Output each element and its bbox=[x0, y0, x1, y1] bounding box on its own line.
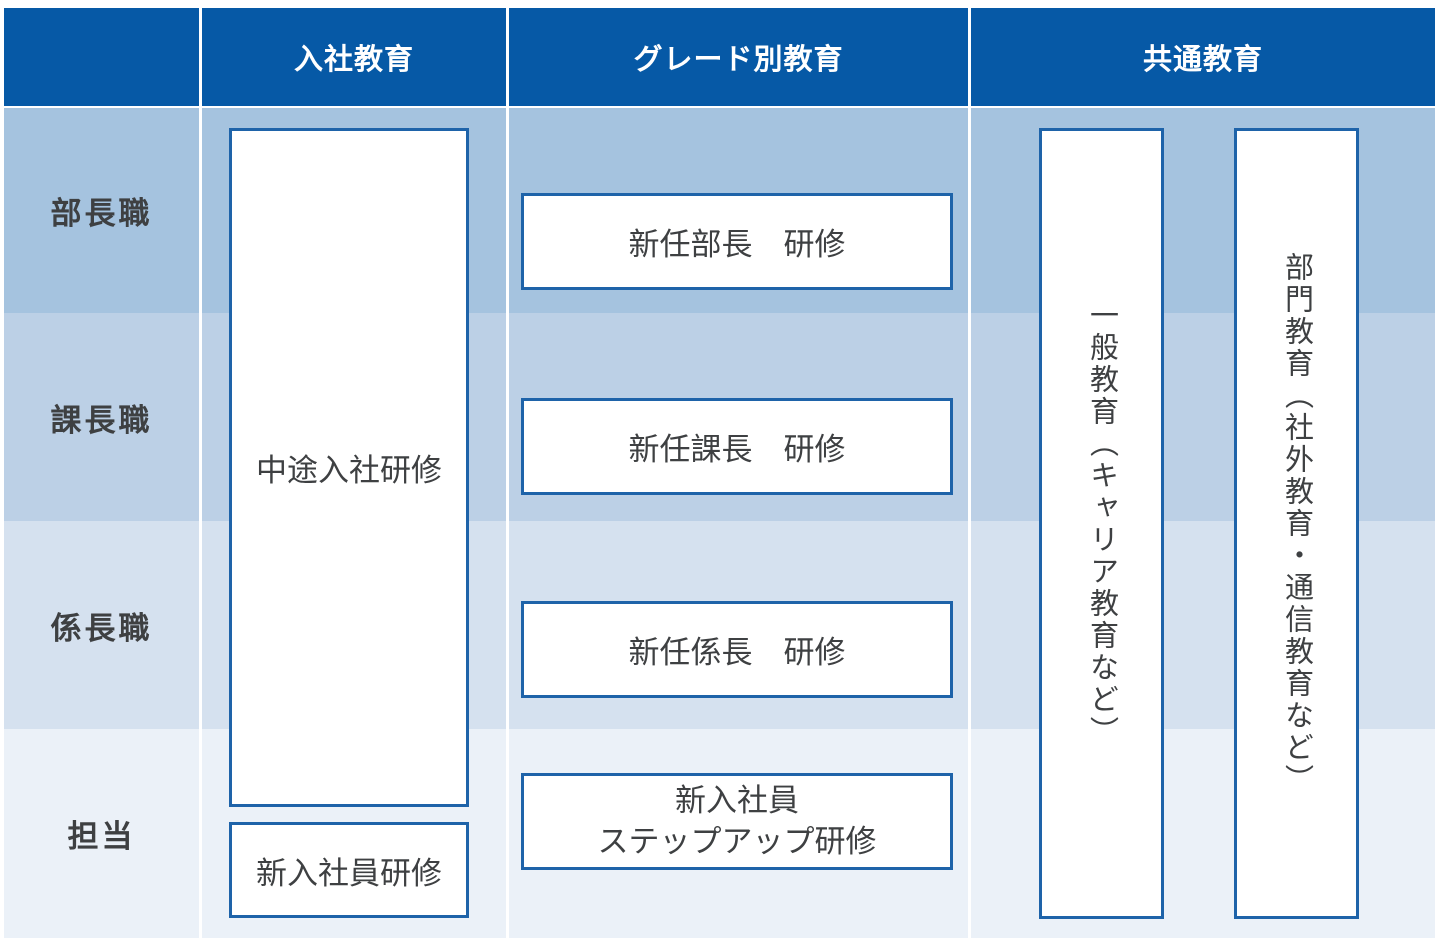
box-new-employee-training: 新入社員研修 bbox=[229, 822, 469, 918]
header-cell-entry-education: 入社教育 bbox=[202, 8, 506, 106]
row-label-staff: 担当 bbox=[4, 729, 199, 938]
box-new-employee-stepup-training: 新入社員 ステップアップ研修 bbox=[521, 773, 953, 870]
body-grid: 部長職 課長職 係長職 担当 中途入社研修 新入社員研修 新任部長 研修 新任課… bbox=[4, 108, 1435, 938]
header-row: 入社教育 グレード別教育 共通教育 bbox=[4, 8, 1435, 106]
row-label-chief: 係長職 bbox=[4, 521, 199, 729]
row-label-department-manager: 部長職 bbox=[4, 108, 199, 313]
box-mid-career-training: 中途入社研修 bbox=[229, 128, 469, 807]
header-cell-grade-education: グレード別教育 bbox=[509, 8, 968, 106]
box-new-chief-training: 新任係長 研修 bbox=[521, 601, 953, 698]
row-label-section-manager: 課長職 bbox=[4, 313, 199, 521]
stepup-line2: ステップアップ研修 bbox=[597, 823, 877, 859]
box-new-department-manager-training: 新任部長 研修 bbox=[521, 193, 953, 290]
box-new-section-manager-training: 新任課長 研修 bbox=[521, 398, 953, 495]
box-department-education: 部門教育（社外教育・通信教育など） bbox=[1234, 128, 1359, 919]
training-system-diagram: 入社教育 グレード別教育 共通教育 部長職 課長職 係長職 担当 中途入社研修 … bbox=[4, 8, 1435, 938]
stepup-line1: 新入社員 bbox=[675, 782, 799, 818]
box-general-education: 一般教育（キャリア教育など） bbox=[1039, 128, 1164, 919]
header-cell-common-education: 共通教育 bbox=[971, 8, 1435, 106]
header-cell-empty bbox=[4, 8, 199, 106]
